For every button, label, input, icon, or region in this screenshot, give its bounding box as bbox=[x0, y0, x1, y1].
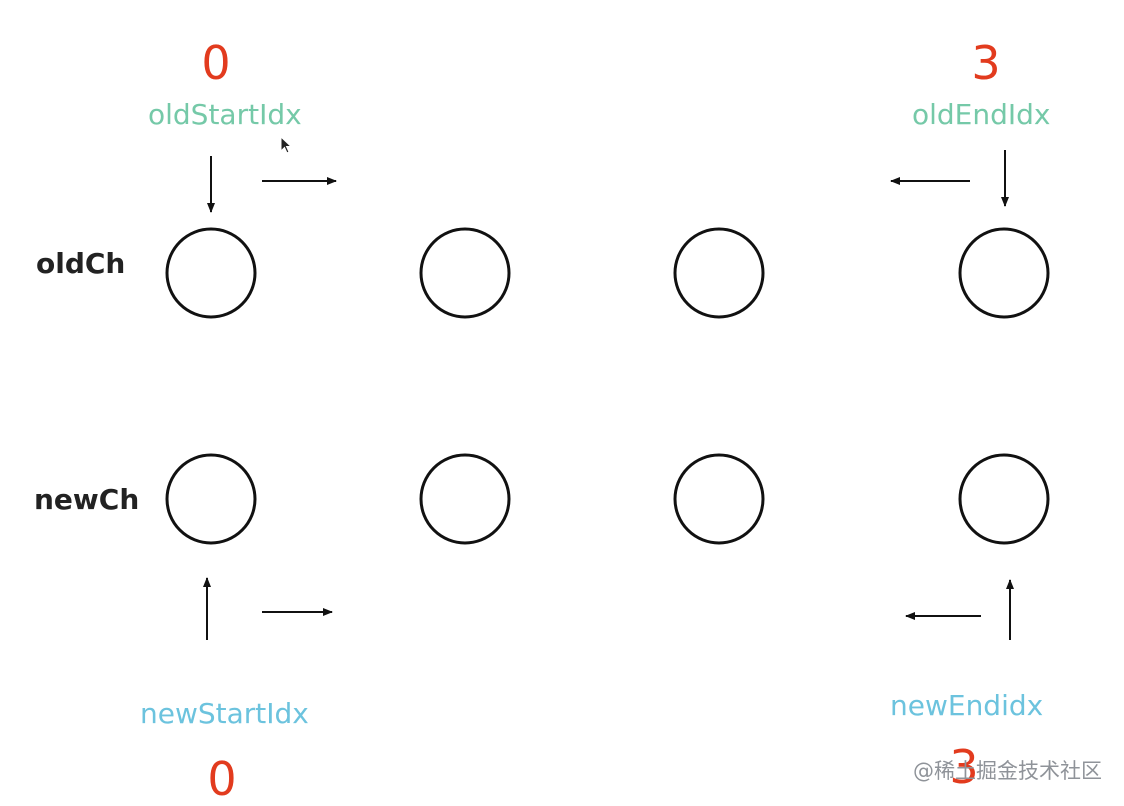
old-start-pointer-label: oldStartIdx bbox=[148, 98, 302, 131]
old-end-index-value: 3 bbox=[971, 36, 1001, 90]
new-node-0 bbox=[165, 453, 257, 545]
old-node-3 bbox=[958, 227, 1050, 319]
old-node-0 bbox=[165, 227, 257, 319]
new-node-3 bbox=[958, 453, 1050, 545]
new-children-row-label: newCh bbox=[34, 483, 140, 516]
old-end-pointer-label: oldEndIdx bbox=[912, 98, 1051, 131]
old-children-row-label: oldCh bbox=[36, 247, 126, 280]
old-children-nodes bbox=[165, 227, 1050, 319]
new-end-pointer-label: newEndidx bbox=[890, 689, 1044, 722]
new-start-index-value: 0 bbox=[207, 752, 237, 806]
old-node-2 bbox=[673, 227, 765, 319]
new-children-nodes bbox=[165, 453, 1050, 545]
new-node-1 bbox=[419, 453, 511, 545]
new-start-pointer-label: newStartIdx bbox=[140, 697, 309, 730]
new-node-2 bbox=[673, 453, 765, 545]
mouse-cursor-icon bbox=[280, 136, 293, 154]
old-start-index-value: 0 bbox=[201, 36, 231, 90]
old-node-1 bbox=[419, 227, 511, 319]
watermark: @稀土掘金技术社区 bbox=[913, 759, 1102, 783]
new-end-index-value: 3 bbox=[949, 740, 979, 794]
